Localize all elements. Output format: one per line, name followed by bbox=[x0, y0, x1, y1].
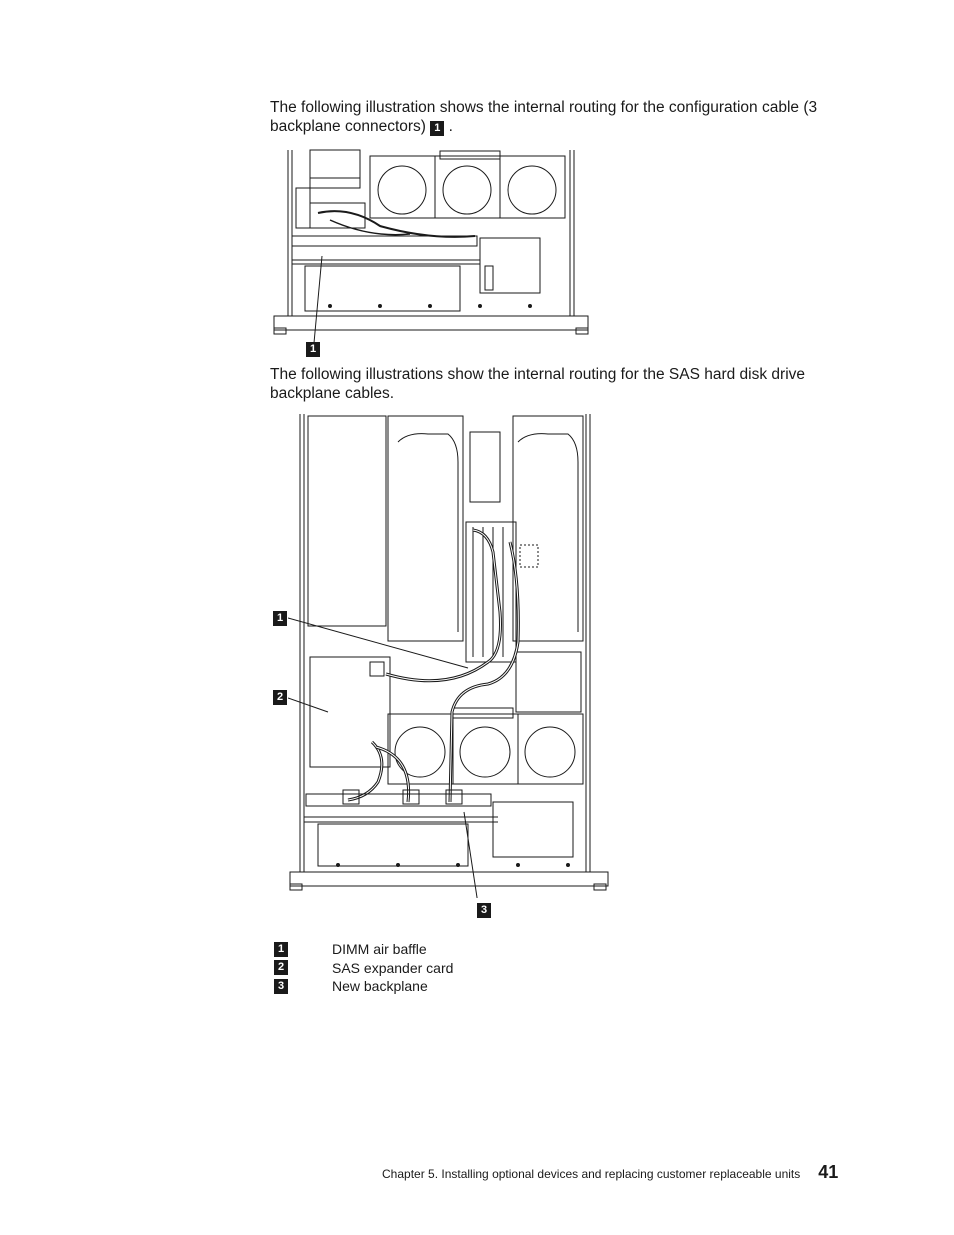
intro-paragraph-1: The following illustration shows the int… bbox=[270, 98, 850, 136]
legend-callout: 2 bbox=[274, 960, 288, 976]
legend-label: New backplane bbox=[332, 978, 428, 995]
legend-item: 2 SAS expander card bbox=[274, 959, 453, 978]
legend-label: DIMM air baffle bbox=[332, 941, 427, 958]
intro-paragraph-2: The following illustrations show the int… bbox=[270, 365, 850, 403]
figure2-callout-1: 1 bbox=[273, 611, 287, 626]
legend-callout: 3 bbox=[274, 978, 288, 994]
legend-callout: 1 bbox=[274, 941, 288, 957]
intro-text-1: The following illustration shows the int… bbox=[270, 99, 818, 135]
page-number: 41 bbox=[818, 1162, 839, 1182]
figure2-callout-3: 3 bbox=[477, 903, 491, 918]
figure2-callout-2: 2 bbox=[273, 690, 287, 705]
figure-sas-cable-routing bbox=[288, 412, 610, 898]
intro-suffix-1: . bbox=[448, 118, 453, 135]
legend-item: 1 DIMM air baffle bbox=[274, 940, 453, 959]
chapter-title: Chapter 5. Installing optional devices a… bbox=[382, 1167, 801, 1181]
inline-callout-1: 1 bbox=[430, 121, 445, 136]
legend-item: 3 New backplane bbox=[274, 977, 453, 996]
page-footer: Chapter 5. Installing optional devices a… bbox=[382, 1162, 838, 1183]
figure-configuration-cable-routing bbox=[270, 148, 590, 360]
figure1-callout-1: 1 bbox=[306, 342, 320, 357]
callout-legend: 1 DIMM air baffle 2 SAS expander card 3 … bbox=[274, 940, 453, 996]
legend-label: SAS expander card bbox=[332, 959, 454, 976]
intro-text-2: The following illustrations show the int… bbox=[270, 366, 806, 402]
